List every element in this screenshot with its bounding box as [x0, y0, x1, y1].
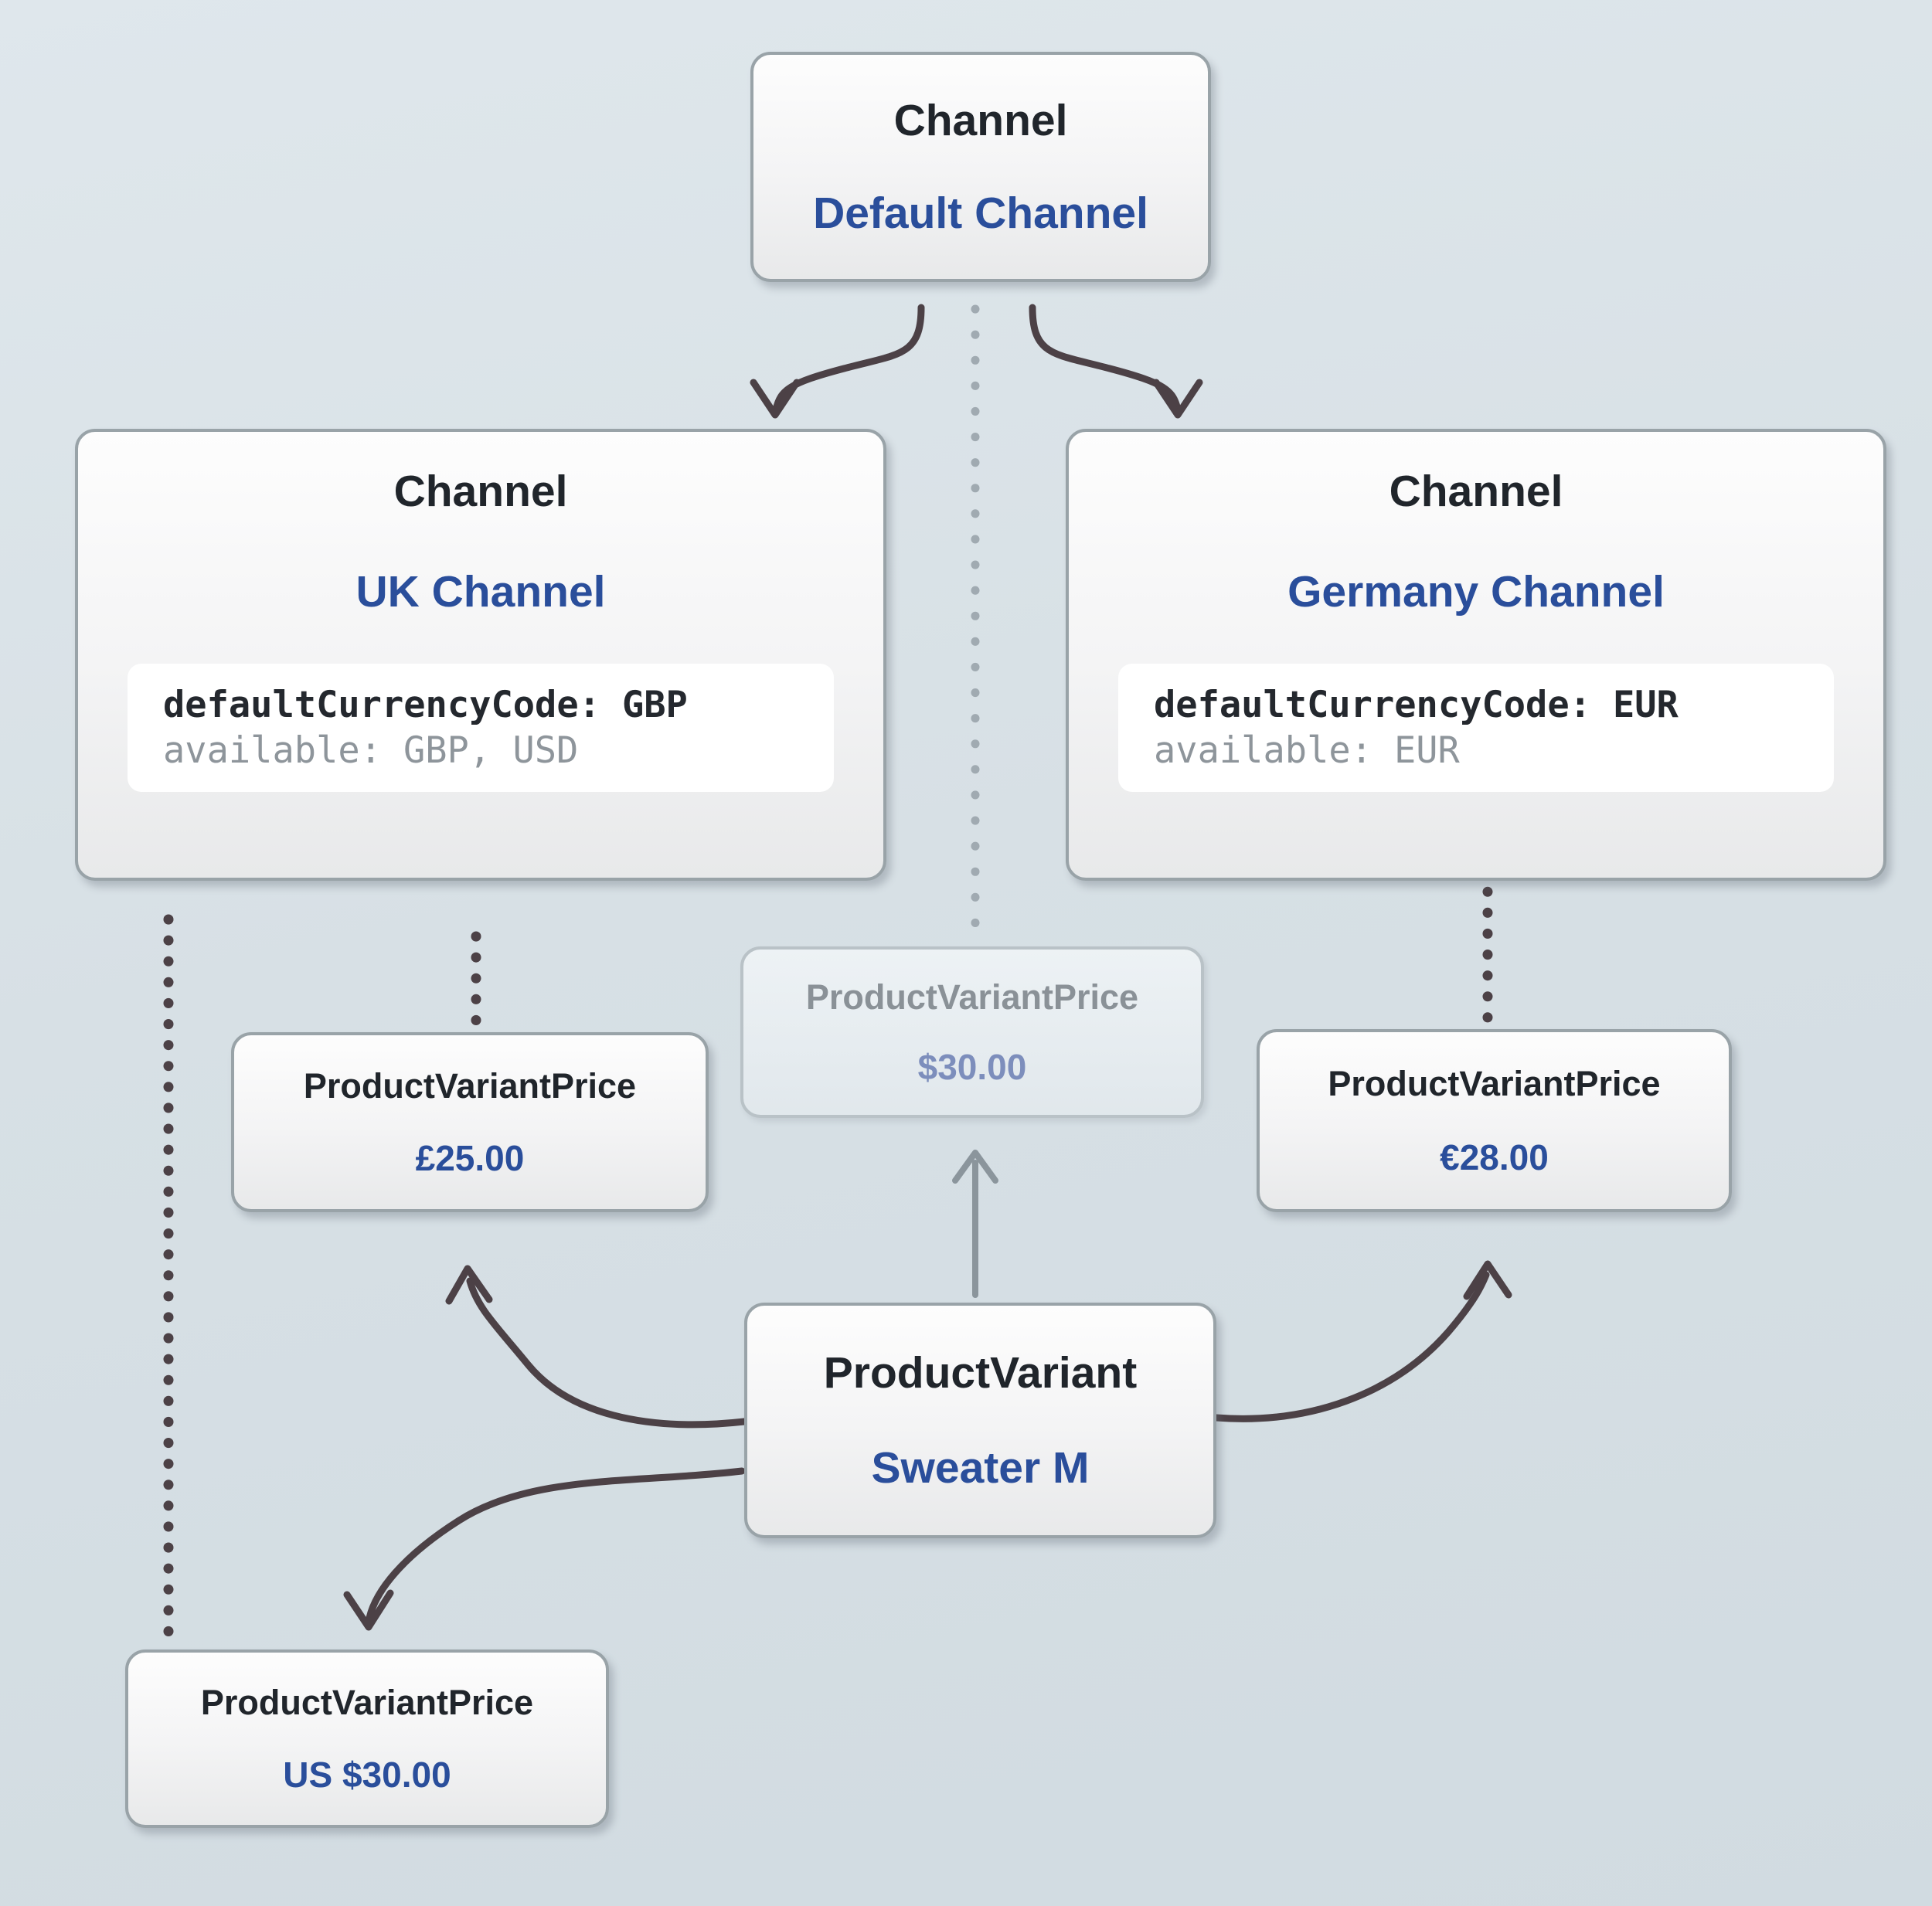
node-type-label: Channel	[893, 96, 1068, 145]
price-value: €28.00	[1440, 1136, 1549, 1177]
price-value: $30.00	[917, 1046, 1027, 1087]
available-currency-line: available: GBP, USD	[163, 728, 798, 773]
code-key: defaultCurrencyCode:	[163, 684, 600, 726]
code-value: GBP, USD	[403, 729, 579, 772]
code-key: available:	[163, 729, 382, 772]
default-currency-line: defaultCurrencyCode: GBP	[163, 682, 798, 728]
node-default-price: ProductVariantPrice $30.00	[740, 946, 1204, 1118]
arrow-variant-to-usdprice	[343, 1467, 746, 1631]
node-product-variant: ProductVariant Sweater M	[744, 1303, 1216, 1538]
node-entity-name: Sweater M	[871, 1442, 1090, 1493]
node-type-label: ProductVariant	[823, 1348, 1138, 1398]
arrow-variant-to-gbpprice	[445, 1265, 748, 1429]
node-default-channel: Channel Default Channel	[750, 52, 1211, 282]
code-key: available:	[1154, 729, 1372, 772]
code-key: defaultCurrencyCode:	[1154, 684, 1591, 726]
code-value: EUR	[1612, 684, 1679, 726]
currency-code-panel: defaultCurrencyCode: GBP available: GBP, U…	[128, 664, 834, 792]
available-currency-line: available: EUR	[1154, 728, 1798, 773]
node-entity-name: UK Channel	[355, 567, 606, 617]
node-eur-price: ProductVariantPrice €28.00	[1257, 1029, 1732, 1212]
currency-code-panel: defaultCurrencyCode:EUR available:EUR	[1118, 664, 1834, 792]
code-value: EUR	[1393, 729, 1460, 772]
price-value: £25.00	[415, 1138, 525, 1178]
node-entity-name: Default Channel	[813, 189, 1148, 238]
node-type-label: ProductVariantPrice	[303, 1066, 637, 1106]
node-type-label: ProductVariantPrice	[200, 1683, 534, 1723]
arrow-default-to-germany	[1029, 304, 1203, 419]
arrow-default-to-uk	[750, 304, 925, 419]
node-type-label: Channel	[393, 467, 568, 516]
node-type-label: Channel	[1389, 467, 1563, 516]
default-currency-line: defaultCurrencyCode: EUR	[1154, 682, 1798, 728]
price-value: US $30.00	[283, 1754, 451, 1795]
node-germany-channel: Channel Germany Channel defaultCurrencyC…	[1066, 429, 1886, 881]
arrow-variant-to-defaultprice	[952, 1150, 998, 1298]
node-gbp-price: ProductVariantPrice £25.00	[231, 1032, 709, 1212]
code-value: GBP	[621, 684, 688, 726]
node-type-label: ProductVariantPrice	[805, 977, 1139, 1018]
arrow-variant-to-eurprice	[1213, 1260, 1512, 1422]
node-type-label: ProductVariantPrice	[1328, 1064, 1661, 1104]
node-usd-price: ProductVariantPrice US $30.00	[125, 1649, 609, 1828]
node-uk-channel: Channel UK Channel defaultCurrencyCode:G…	[75, 429, 886, 881]
node-entity-name: Germany Channel	[1287, 567, 1665, 617]
